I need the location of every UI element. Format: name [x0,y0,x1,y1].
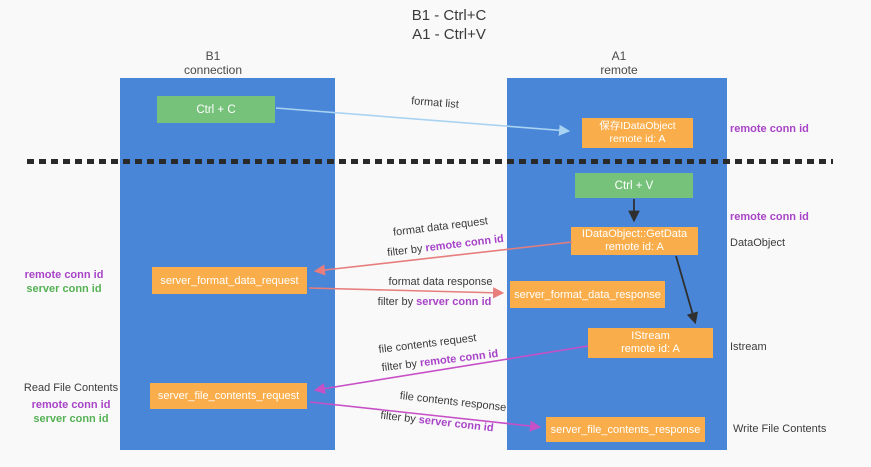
arrow-format-data-response [308,287,505,299]
node-idataobject-getdata: IDataObject::GetData remote id: A [571,227,698,255]
title-line-1: B1 - Ctrl+C [411,7,487,24]
annotation-remote-conn-id-top: remote conn id [730,123,809,135]
annotation-server-conn-id-left-bottom: server conn id [33,413,109,425]
node-sfd-req-label: server_format_data_request [160,274,299,287]
lane-a1-role: remote [600,63,638,77]
node-server-format-data-response: server_format_data_response [510,281,665,308]
lane-header-b1: B1 connection [153,49,273,77]
node-getdata-line1: IDataObject::GetData [581,228,688,240]
annotation-write-file-contents: Write File Contents [733,423,827,435]
node-istream: IStream remote id: A [588,328,713,358]
node-server-file-contents-request: server_file_contents_request [150,383,307,409]
edge-label-format-list: format list [410,95,460,111]
filter-prefix: filter by [381,357,421,375]
filter-prefix: filter by [379,409,420,426]
annotation-remote-conn-id-left-bottom: remote conn id [31,399,111,411]
node-sfd-resp-label: server_format_data_response [514,288,661,301]
node-save-idataobject-line1: 保存IDataObject [599,120,676,132]
filter-prefix: filter by [386,242,427,260]
node-ctrl-c: Ctrl + C [157,96,275,123]
title-line-2: A1 - Ctrl+V [412,26,486,43]
lane-header-a1: A1 remote [559,49,679,77]
node-getdata-line2: remote id: A [605,241,664,253]
node-save-idataobject: 保存IDataObject remote id: A [582,118,693,148]
annotation-read-file-contents: Read File Contents [23,382,119,394]
filter-prefix: filter by [377,296,417,308]
edge-label-format-data-response-filter: filter by server conn id [372,296,497,308]
annotation-remote-conn-id-mid: remote conn id [730,211,809,223]
lane-b1-role: connection [183,63,243,77]
annotation-left-conn-ids: remote conn id server conn id [14,268,114,296]
annotation-dataobject: DataObject [730,237,786,249]
node-server-format-data-request: server_format_data_request [152,267,307,294]
annotation-read-file-contents-group: Read File Contents remote conn id server… [16,381,126,426]
edge-label-format-data-response: format data response [388,276,493,288]
lane-b1-name: B1 [205,49,221,63]
filter-key-remote-conn-id: remote conn id [424,232,505,255]
node-ctrl-v: Ctrl + V [575,173,693,198]
filter-key-server-conn-id: server conn id [416,296,492,308]
node-sfc-resp-label: server_file_contents_response [550,423,701,436]
edge-label-file-contents-response-filter: filter by server conn id [372,409,503,436]
node-ctrl-c-label: Ctrl + C [196,103,236,116]
node-ctrl-v-label: Ctrl + V [614,179,654,192]
dashed-separator [27,159,833,164]
annotation-istream: Istream [730,341,767,353]
node-istream-line1: IStream [631,330,670,342]
node-server-file-contents-response: server_file_contents_response [546,417,705,442]
annotation-server-conn-id-left: server conn id [26,283,102,295]
lane-a1-name: A1 [611,49,627,63]
edge-label-file-contents-response: file contents response [399,389,507,415]
node-sfc-req-label: server_file_contents_request [157,390,300,402]
node-istream-line2: remote id: A [621,343,680,355]
annotation-remote-conn-id-left: remote conn id [24,269,104,281]
node-save-idataobject-line2: remote id: A [609,133,666,145]
filter-key-server-conn-id: server conn id [418,413,495,435]
diagram-title: B1 - Ctrl+C A1 - Ctrl+V [329,6,569,44]
filter-key-remote-conn-id: remote conn id [419,347,499,370]
